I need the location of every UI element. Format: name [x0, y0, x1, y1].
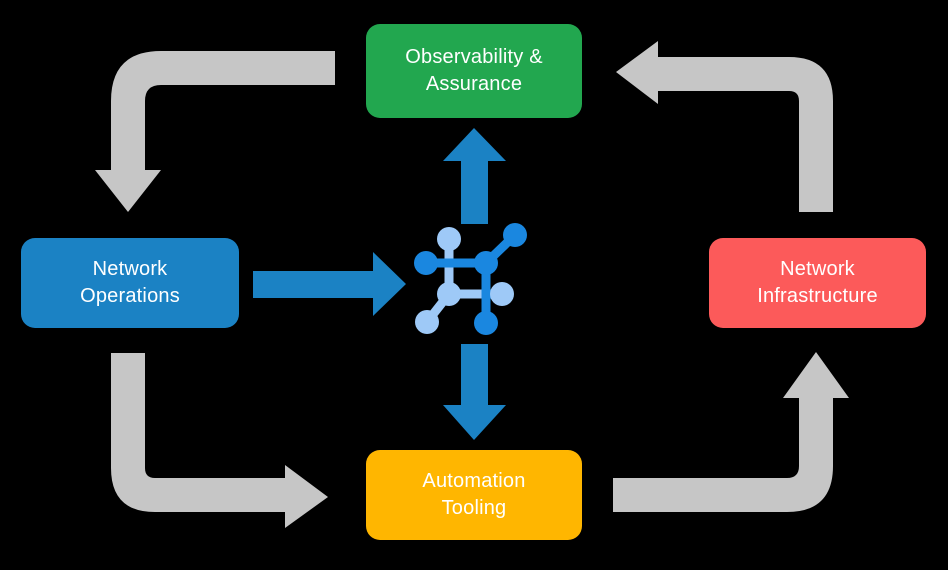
node-network-operations-label: Network Operations: [80, 256, 180, 310]
node-label-line1: Observability &: [405, 46, 543, 68]
node-label-line1: Automation: [422, 470, 526, 492]
node-automation-tooling-label: Automation Tooling: [422, 468, 525, 522]
node-label-line1: Network: [92, 258, 168, 280]
node-network-infrastructure-label: Network Infrastructure: [757, 256, 878, 310]
node-label-line1: Network: [780, 258, 855, 280]
arrow-observability-to-network-operations: [95, 51, 335, 212]
node-network-infrastructure[interactable]: Network Infrastructure: [709, 238, 926, 328]
arrow-automation-tooling-to-network-infrastructure: [613, 352, 849, 512]
topology-nodes-secondary: [415, 227, 514, 334]
network-topology-icon: [414, 223, 527, 335]
arrow-center-to-observability: [443, 128, 506, 224]
node-observability-assurance-label: Observability & Assurance: [405, 44, 543, 98]
arrow-network-operations-to-center: [253, 252, 406, 316]
node-label-line2: Assurance: [425, 73, 523, 95]
node-observability-assurance[interactable]: Observability & Assurance: [366, 24, 582, 118]
arrow-network-infrastructure-to-observability: [616, 41, 833, 212]
node-label-line2: Infrastructure: [757, 285, 878, 307]
node-network-operations[interactable]: Network Operations: [21, 238, 239, 328]
node-label-line2: Operations: [80, 285, 180, 307]
arrow-network-operations-to-automation-tooling: [111, 353, 328, 528]
topology-nodes-primary: [414, 223, 527, 335]
node-label-line2: Tooling: [441, 497, 507, 519]
node-automation-tooling[interactable]: Automation Tooling: [366, 450, 582, 540]
arrow-center-to-automation-tooling: [443, 344, 506, 440]
